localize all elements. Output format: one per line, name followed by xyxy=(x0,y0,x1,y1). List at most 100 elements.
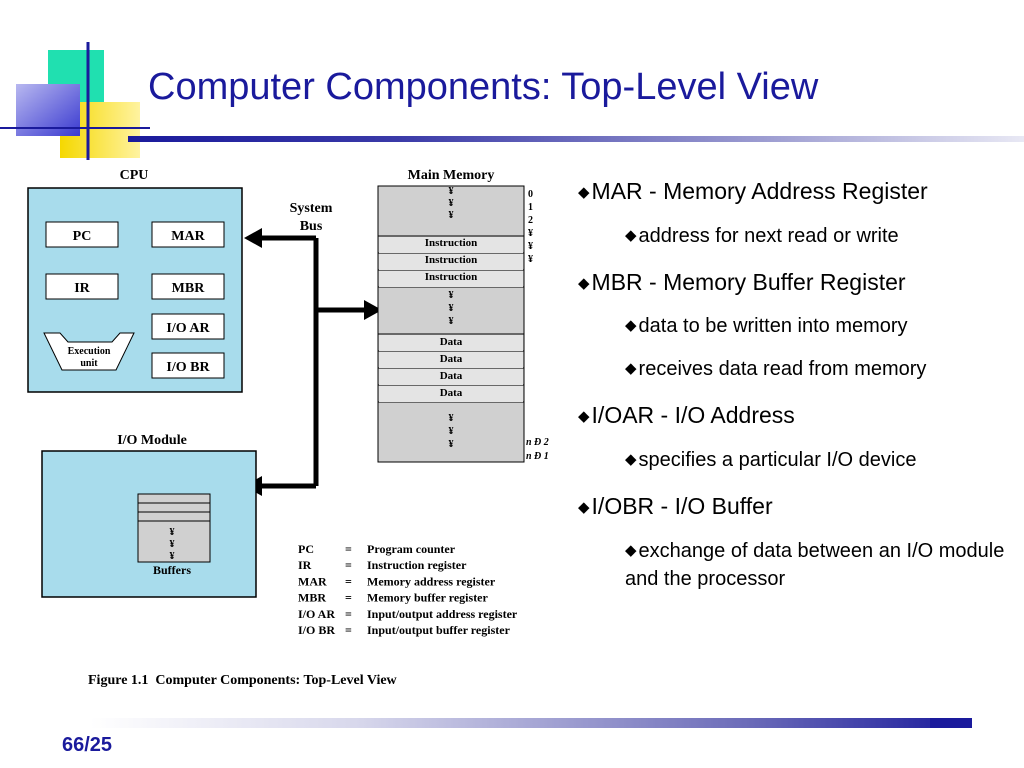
bullet-text: exchange of data between an I/O module a… xyxy=(625,540,1005,590)
memory-row-label: Data xyxy=(440,336,463,348)
memory-ellipsis-mark: ¥ xyxy=(449,186,454,197)
bullet-text: data to be written into memory xyxy=(638,315,908,337)
bullet-text: specifies a particular I/O device xyxy=(638,449,917,471)
memory-ellipsis-mark: ¥ xyxy=(449,316,454,327)
legend-equals: = xyxy=(345,607,352,621)
main-memory-box xyxy=(377,185,525,463)
sub-bullet-mar: ◆address for next read or write xyxy=(625,225,899,248)
bullet-text: I/OAR - I/O Address xyxy=(591,402,795,428)
legend-description: Input/output buffer register xyxy=(367,623,511,637)
slide-title: Computer Components: Top-Level View xyxy=(148,66,819,108)
mbr-register-label: MBR xyxy=(172,281,206,296)
legend-equals: = xyxy=(345,558,352,572)
bullet-text: receives data read from memory xyxy=(638,358,927,380)
ioar-register-label: I/O AR xyxy=(166,321,210,336)
legend-equals: = xyxy=(345,574,352,588)
memory-row-label: Instruction xyxy=(425,271,478,283)
legend-equals: = xyxy=(345,542,352,556)
legend-description: Memory address register xyxy=(367,574,496,588)
legend-abbreviation: PC xyxy=(298,542,314,556)
memory-address: 1 xyxy=(528,202,533,213)
memory-rows: ¥¥¥InstructionInstructionInstruction¥¥¥D… xyxy=(378,186,524,450)
bullet-text: MAR - Memory Address Register xyxy=(591,178,928,204)
ioar-register-box xyxy=(151,313,225,340)
memory-ellipsis-mark: ¥ xyxy=(449,210,454,221)
io-buffers xyxy=(137,493,211,563)
memory-ellipsis-mark: ¥ xyxy=(449,198,454,209)
footer-rule-end xyxy=(930,718,972,728)
bullet-text: address for next read or write xyxy=(638,225,899,247)
diamond-bullet-icon: ◆ xyxy=(578,499,590,516)
main-memory-label: Main Memory xyxy=(408,168,495,183)
buffer-mark: ¥ xyxy=(170,527,175,538)
bullet-text: MBR - Memory Buffer Register xyxy=(591,269,906,295)
memory-row-label: Data xyxy=(440,387,463,399)
legend-description: Input/output address register xyxy=(367,607,518,621)
iobr-register-label: I/O BR xyxy=(166,360,210,375)
memory-address: 2 xyxy=(528,215,533,226)
title-underline xyxy=(128,136,1024,142)
cpu-label: CPU xyxy=(120,168,149,183)
bullet-ioar: ◆I/OAR - I/O Address xyxy=(578,402,795,429)
sub-bullet-mbr-2: ◆receives data read from memory xyxy=(625,358,926,381)
memory-address: ¥ xyxy=(528,254,533,265)
ir-register-label: IR xyxy=(74,281,90,296)
legend-description: Instruction register xyxy=(367,558,467,572)
bullet-mar: ◆MAR - Memory Address Register xyxy=(578,178,928,205)
memory-address: n Ð 1 xyxy=(526,451,549,462)
buffer-mark: ¥ xyxy=(170,539,175,550)
memory-address: ¥ xyxy=(528,241,533,252)
diamond-bullet-icon: ◆ xyxy=(578,184,590,201)
memory-ellipsis-mark: ¥ xyxy=(449,303,454,314)
mbr-register-box xyxy=(151,273,225,300)
iobr-register-box xyxy=(151,352,225,379)
execution-unit-label-line2: unit xyxy=(80,358,98,369)
memory-row-label: Data xyxy=(440,370,463,382)
diamond-bullet-icon: ◆ xyxy=(625,451,637,468)
mar-register-label: MAR xyxy=(171,229,205,244)
figure-caption: Figure 1.1 Computer Components: Top-Leve… xyxy=(88,673,398,688)
system-bus-label-line1: System xyxy=(290,201,333,216)
legend-abbreviation: MBR xyxy=(298,591,326,605)
pc-register-label: PC xyxy=(73,229,92,244)
memory-row-label: Instruction xyxy=(425,237,478,249)
buffer-mark: ¥ xyxy=(170,551,175,562)
diamond-bullet-icon: ◆ xyxy=(578,275,590,292)
legend-abbreviation: I/O AR xyxy=(298,607,335,621)
mar-register-box xyxy=(151,221,225,248)
legend-abbreviation: IR xyxy=(298,558,312,572)
diamond-bullet-icon: ◆ xyxy=(578,408,590,425)
memory-ellipsis-mark: ¥ xyxy=(449,290,454,301)
memory-address: ¥ xyxy=(528,228,533,239)
bullet-mbr: ◆MBR - Memory Buffer Register xyxy=(578,269,906,296)
diamond-bullet-icon: ◆ xyxy=(625,227,637,244)
execution-unit-shape xyxy=(43,332,135,371)
sub-bullet-mbr-1: ◆data to be written into memory xyxy=(625,315,908,338)
page-number: 66/25 xyxy=(62,734,113,756)
legend-equals: = xyxy=(345,591,352,605)
memory-addresses: 0 1 2 ¥ ¥ ¥ n Ð 2 n Ð 1 xyxy=(526,189,549,462)
pc-register-box xyxy=(45,221,119,248)
diamond-bullet-icon: ◆ xyxy=(625,542,637,559)
memory-address: n Ð 2 xyxy=(526,437,549,448)
buffers-label: Buffers xyxy=(153,563,191,577)
legend-abbreviation: MAR xyxy=(298,574,327,588)
memory-row-label: Data xyxy=(440,353,463,365)
sub-bullet-iobr: ◆exchange of data between an I/O module … xyxy=(625,538,1024,593)
ir-register-box xyxy=(45,273,119,300)
memory-address: 0 xyxy=(528,189,533,200)
legend-description: Program counter xyxy=(367,542,456,556)
memory-ellipsis-mark: ¥ xyxy=(449,426,454,437)
decorative-corner-graphic xyxy=(0,42,150,160)
legend-description: Memory buffer register xyxy=(367,591,489,605)
diamond-bullet-icon: ◆ xyxy=(625,317,637,334)
bullet-text: I/OBR - I/O Buffer xyxy=(591,493,773,519)
diamond-bullet-icon: ◆ xyxy=(625,360,637,377)
bullet-iobr: ◆I/OBR - I/O Buffer xyxy=(578,493,773,520)
legend-abbreviation: I/O BR xyxy=(298,623,335,637)
computer-components-diagram: CPU PC MAR IR MBR I/O AR I/O BR Executio… xyxy=(27,168,549,688)
sub-bullet-ioar: ◆specifies a particular I/O device xyxy=(625,449,916,472)
io-module-label: I/O Module xyxy=(117,433,187,448)
legend-equals: = xyxy=(345,623,352,637)
